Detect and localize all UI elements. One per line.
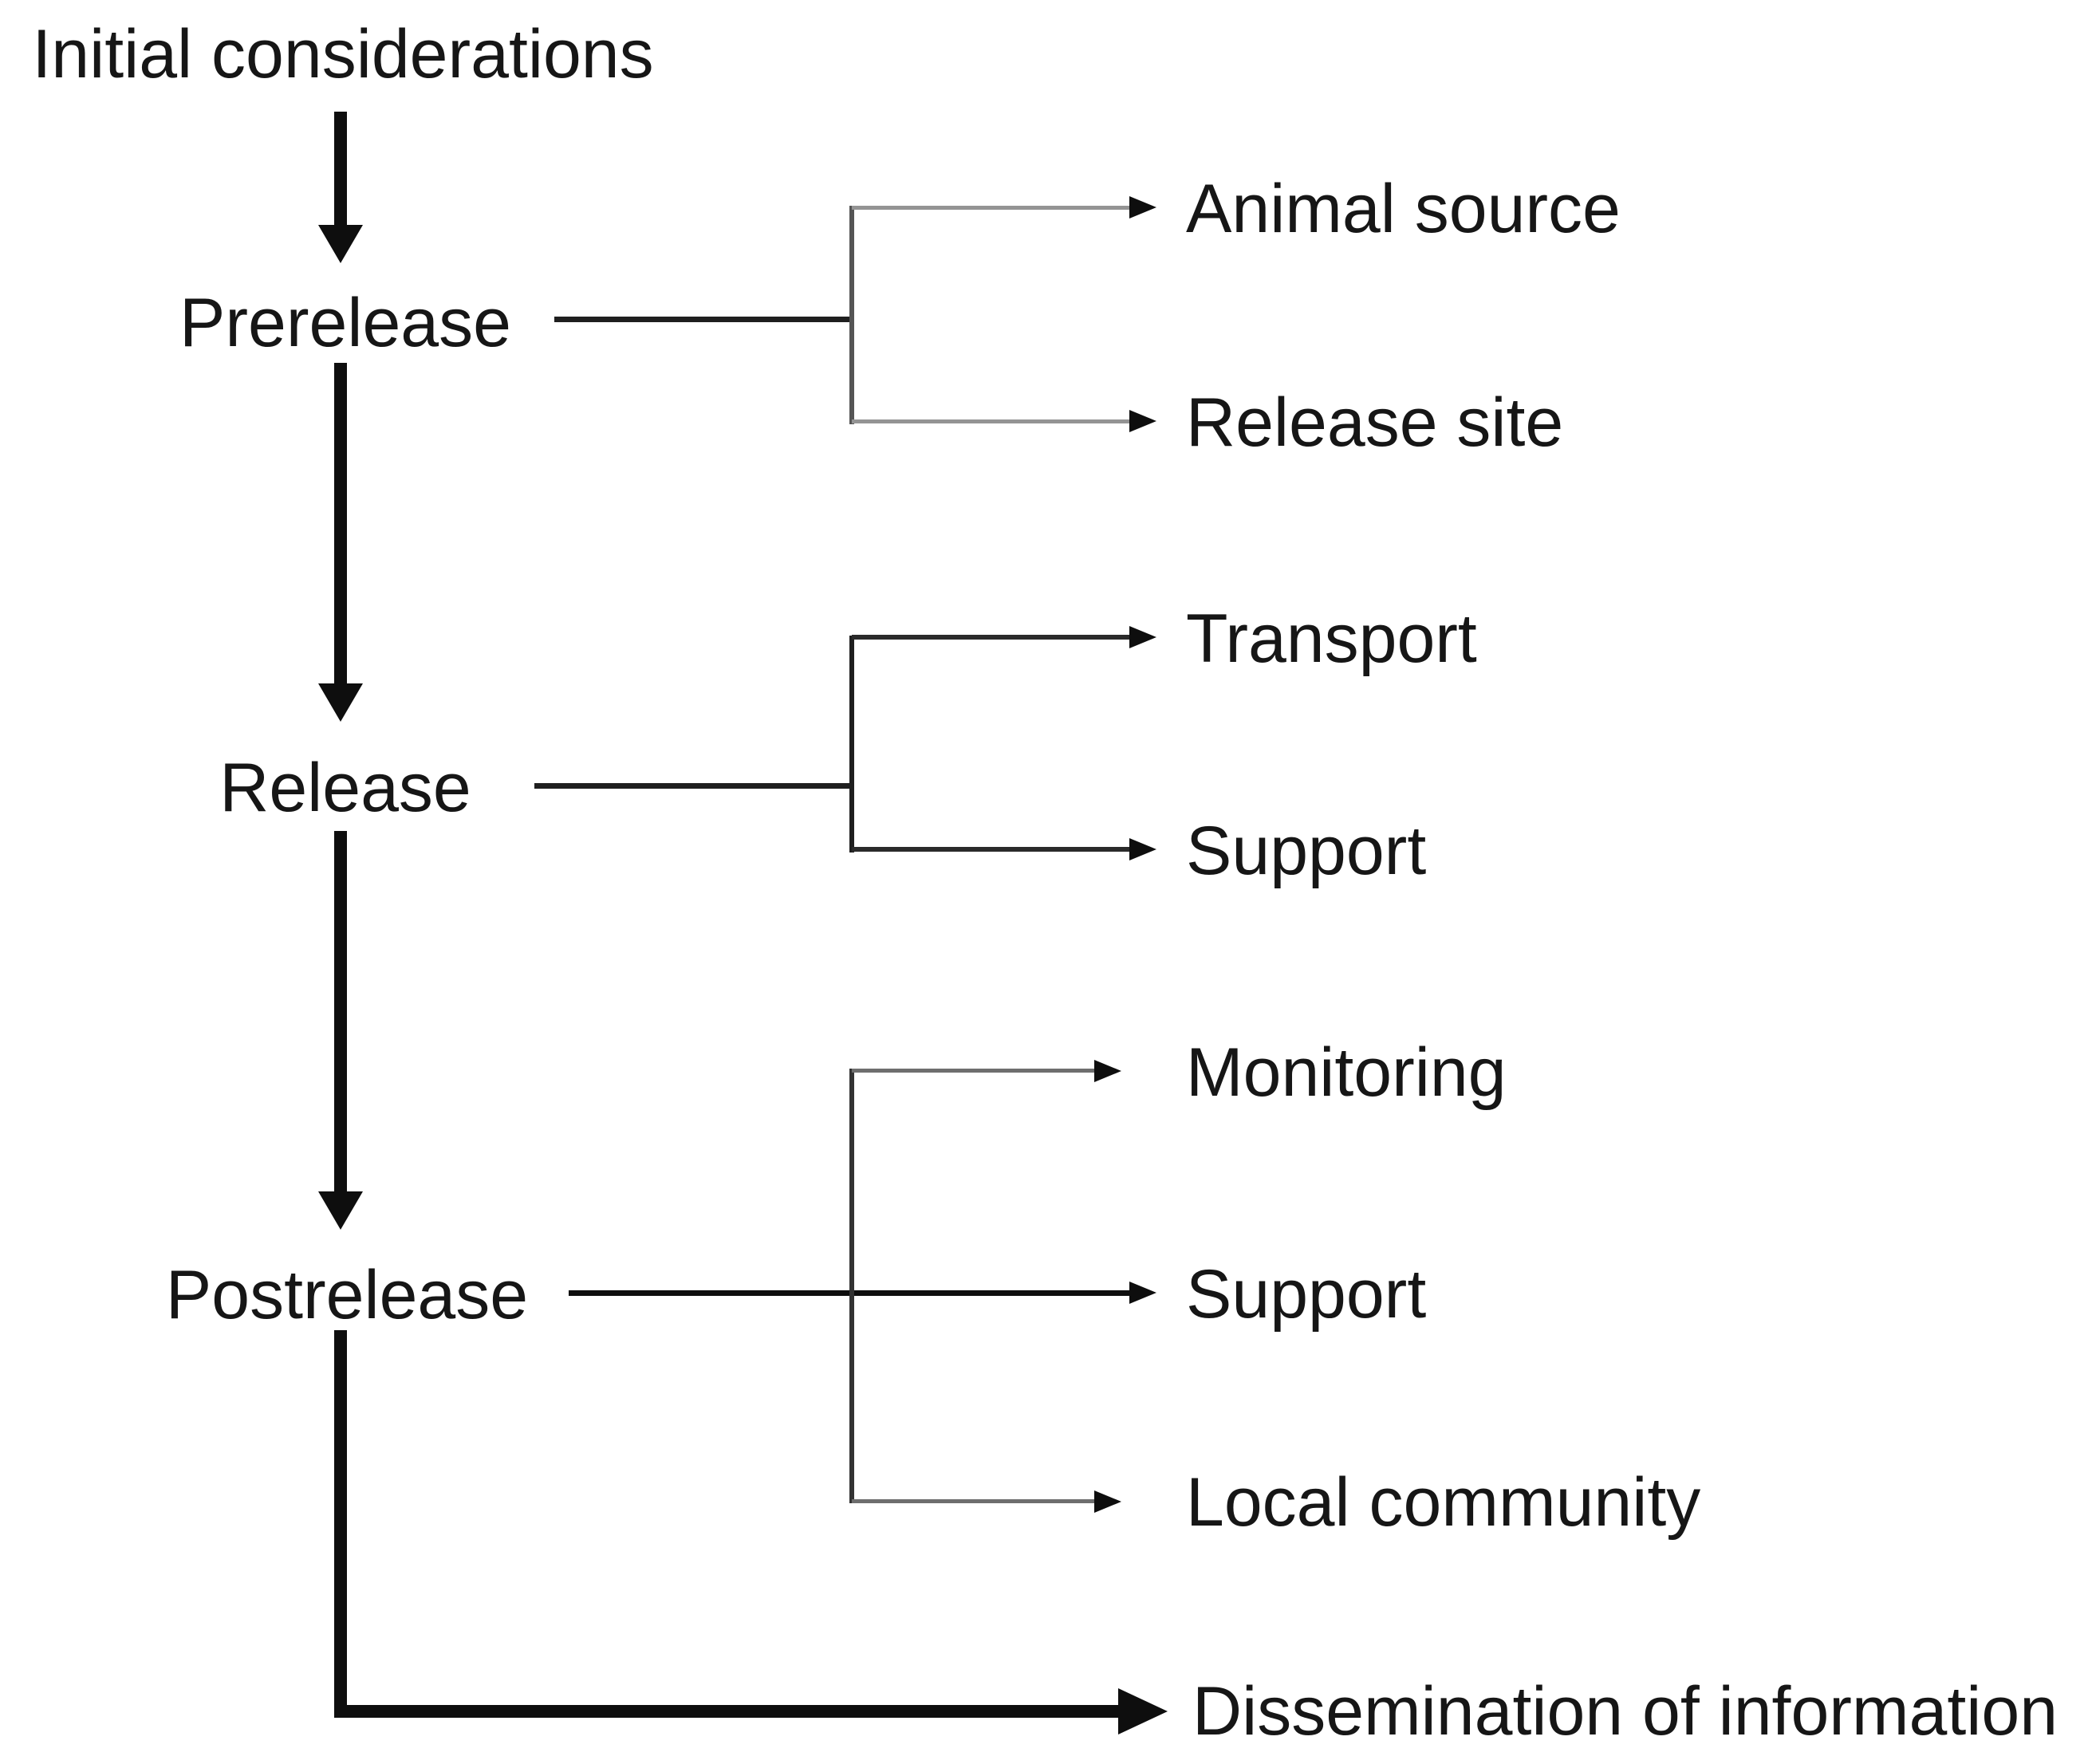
arrowhead-right-icon — [1129, 626, 1156, 648]
bracket-line-postrelease — [849, 1069, 854, 1503]
connector-line-postrelease — [569, 1290, 1129, 1296]
stage-label-release: Release — [219, 749, 471, 826]
bracket-line-prerelease — [849, 206, 854, 424]
arrowhead-right-icon — [1129, 196, 1156, 219]
arrow-prerelease-to-release-shaft — [334, 363, 347, 684]
arrowhead-right-icon — [1094, 1490, 1121, 1513]
stage-label-initial-considerations: Initial considerations — [32, 15, 654, 93]
arrowhead-right-icon — [1094, 1060, 1121, 1082]
branch-label-animal-source: Animal source — [1186, 170, 1621, 247]
arrowhead-right-icon — [1129, 410, 1156, 432]
arrowhead-down-icon — [318, 683, 363, 722]
branch-line-monitoring — [852, 1069, 1094, 1073]
terminal-label-dissemination: Dissemination of information — [1192, 1672, 2059, 1750]
arrowhead-down-icon — [318, 225, 363, 263]
branch-label-monitoring: Monitoring — [1186, 1034, 1507, 1111]
branch-line-support-release — [852, 847, 1129, 852]
branch-label-support-postrelease: Support — [1186, 1255, 1427, 1333]
bracket-line-release — [849, 636, 854, 852]
branch-label-support-release: Support — [1186, 812, 1427, 889]
arrowhead-right-icon — [1118, 1688, 1168, 1734]
arrowhead-down-icon — [318, 1191, 363, 1230]
branch-label-transport: Transport — [1186, 600, 1477, 677]
branch-line-animal-source — [852, 206, 1129, 210]
stage-label-postrelease: Postrelease — [165, 1256, 529, 1333]
branch-label-release-site: Release site — [1186, 384, 1564, 461]
arrow-initial-to-prerelease-shaft — [334, 112, 347, 226]
branch-line-local-community — [852, 1499, 1094, 1503]
connector-line-prerelease — [554, 317, 853, 322]
stage-label-prerelease: Prerelease — [179, 284, 511, 361]
arrowhead-right-icon — [1129, 1282, 1156, 1304]
arrow-release-to-postrelease-shaft — [334, 831, 347, 1192]
branch-label-local-community: Local community — [1186, 1463, 1701, 1541]
branch-line-release-site — [852, 419, 1129, 423]
connector-line-release — [534, 783, 853, 789]
arrow-postrelease-to-dissemination-vertical — [334, 1330, 347, 1718]
arrow-postrelease-to-dissemination-horizontal — [334, 1705, 1120, 1718]
branch-line-transport — [852, 635, 1129, 640]
arrowhead-right-icon — [1129, 838, 1156, 860]
